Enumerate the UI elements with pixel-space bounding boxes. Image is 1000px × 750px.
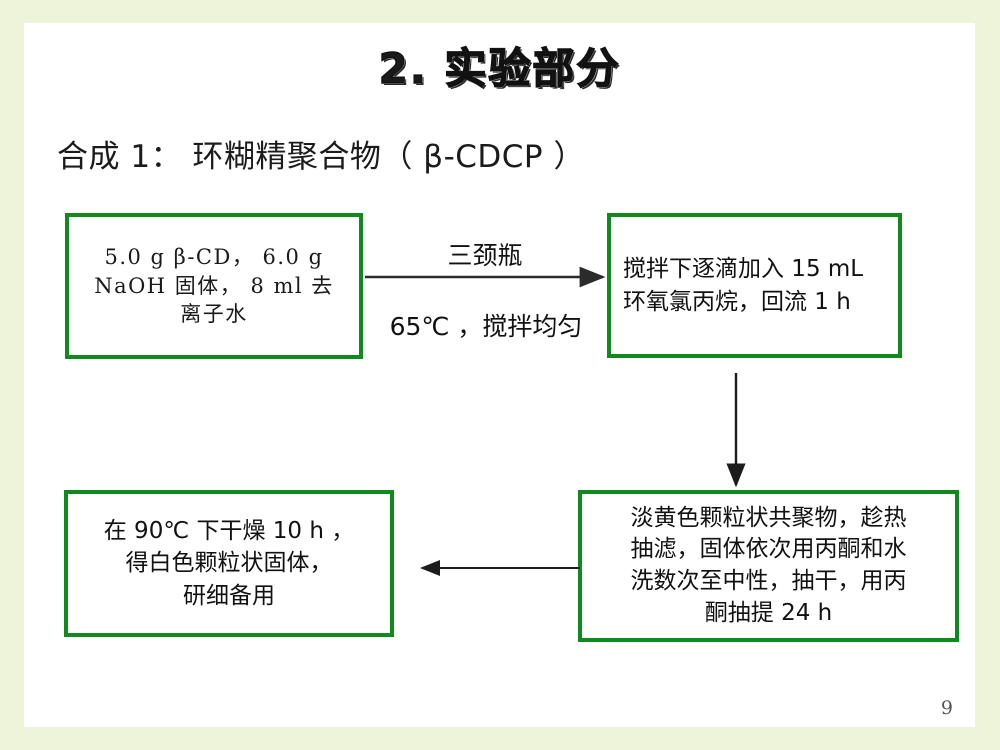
arrow-down-ech-to-filtration bbox=[726, 373, 746, 488]
flow-box-reagents-line-2: NaOH 固体， 8 ml 去 bbox=[94, 273, 334, 298]
arrow-left-filtration-to-drying bbox=[420, 560, 580, 576]
flow-box-reagents-line-3: 离子水 bbox=[180, 302, 248, 327]
flow-box-add-epichlorohydrin-line-1: 搅拌下逐滴加入 15 mL bbox=[623, 255, 864, 282]
flow-box-add-epichlorohydrin-line-2: 环氧氯丙烷，回流 1 h bbox=[623, 288, 851, 315]
flow-box-filtration-washing-line-2: 抽滤，固体依次用丙酮和水 bbox=[630, 536, 907, 563]
slide-canvas: 2. 实验部分 合成 1： 环糊精聚合物（ β-CDCP ） 5.0 g β-C… bbox=[24, 23, 975, 727]
flow-box-filtration-washing-line-3: 洗数次至中性，抽干，用丙 bbox=[630, 568, 907, 594]
page-number: 9 bbox=[940, 697, 953, 719]
flow-box-reagents-text: 5.0 g β-CD， 6.0 g NaOH 固体， 8 ml 去 离子水 bbox=[69, 243, 359, 328]
flow-box-add-epichlorohydrin: 搅拌下逐滴加入 15 mL 环氧氯丙烷，回流 1 h bbox=[607, 213, 902, 358]
flow-box-reagents-line-1: 5.0 g β-CD， 6.0 g bbox=[104, 245, 324, 270]
flow-box-filtration-washing-text: 淡黄色颗粒状共聚物，趁热 抽滤，固体依次用丙酮和水 洗数次至中性，抽干，用丙 酮… bbox=[582, 503, 955, 630]
flow-box-drying: 在 90℃ 下干燥 10 h ， 得白色颗粒状固体， 研细备用 bbox=[64, 490, 394, 637]
page-title: 2. 实验部分 bbox=[378, 43, 621, 93]
subtitle-synthesis-1: 合成 1： 环糊精聚合物（ β-CDCP ） bbox=[57, 139, 585, 175]
arrow-right-reagents-to-ech bbox=[365, 266, 606, 288]
flow-box-drying-text: 在 90℃ 下干燥 10 h ， 得白色颗粒状固体， 研细备用 bbox=[68, 515, 390, 613]
arrow-label-temperature-stir: 65℃ ，搅拌均匀 bbox=[389, 312, 583, 341]
flow-box-drying-line-3: 研细备用 bbox=[183, 582, 275, 609]
arrow-label-three-neck-flask: 三颈瓶 bbox=[447, 241, 523, 270]
flow-box-filtration-washing-line-1: 淡黄色颗粒状共聚物，趁热 bbox=[630, 504, 907, 531]
flow-box-reagents: 5.0 g β-CD， 6.0 g NaOH 固体， 8 ml 去 离子水 bbox=[65, 213, 363, 359]
flow-box-drying-line-1: 在 90℃ 下干燥 10 h ， bbox=[103, 517, 355, 544]
flow-box-drying-line-2: 得白色颗粒状固体， bbox=[125, 550, 333, 577]
flow-box-filtration-washing-line-4: 酮抽提 24 h bbox=[704, 599, 833, 626]
flow-box-filtration-washing: 淡黄色颗粒状共聚物，趁热 抽滤，固体依次用丙酮和水 洗数次至中性，抽干，用丙 酮… bbox=[578, 490, 959, 642]
flow-box-add-epichlorohydrin-text: 搅拌下逐滴加入 15 mL 环氧氯丙烷，回流 1 h bbox=[611, 253, 898, 318]
